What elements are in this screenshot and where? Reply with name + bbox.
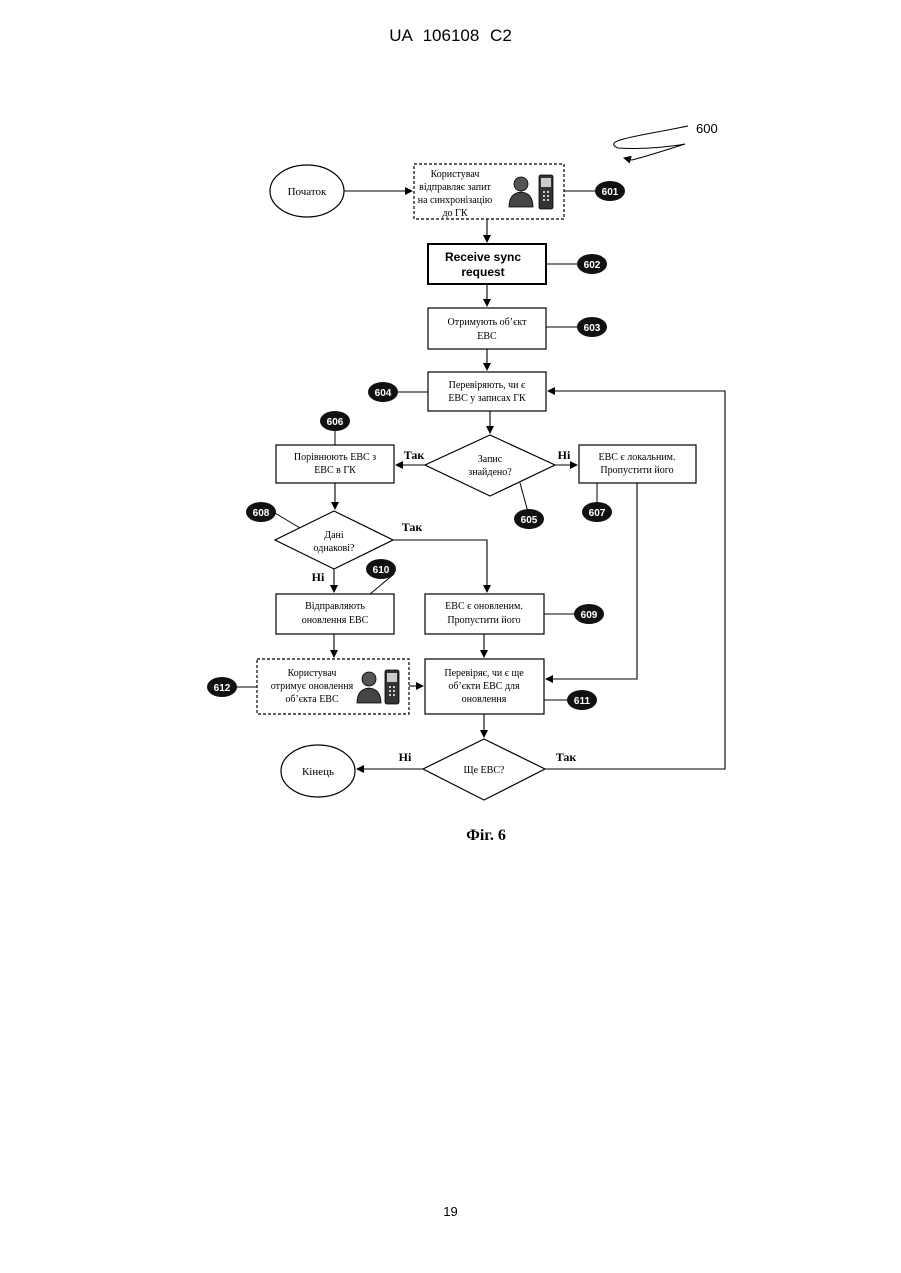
tag-603: 603 (577, 317, 607, 337)
decision-608-line1: Дані (324, 530, 344, 541)
step-611-line1: Перевіряє, чи є ще (444, 668, 524, 679)
figure-ref-label: 600 (696, 121, 718, 136)
svg-text:601: 601 (602, 187, 619, 198)
edge-label-no-more: Ні (399, 750, 412, 764)
step-609-line2: Пропустити його (447, 615, 520, 626)
tag-612: 612 (207, 677, 237, 697)
svg-text:до ГК: до ГК (442, 208, 467, 219)
figure-caption: Фіг. 6 (466, 827, 506, 844)
step-609-box (425, 594, 544, 634)
tag-611: 611 (567, 690, 597, 710)
page-number: 19 (0, 1204, 901, 1219)
decision-605-line1: Запис (478, 454, 503, 465)
svg-text:612: 612 (214, 683, 231, 694)
svg-text:об’єкта ЕВС: об’єкта ЕВС (285, 694, 339, 705)
svg-text:610: 610 (373, 565, 390, 576)
svg-text:604: 604 (375, 388, 392, 399)
svg-text:на синхронізацію: на синхронізацію (418, 195, 493, 206)
decision-605-line2: знайдено? (468, 467, 512, 478)
svg-text:Користувач: Користувач (431, 169, 480, 180)
edge-label-no-605: Ні (558, 448, 571, 462)
step-604-box (428, 372, 546, 411)
step-610-line1: Відправляють (305, 601, 365, 612)
tag-604: 604 (368, 382, 398, 402)
decision-more-label: Ще ЕВС? (464, 765, 505, 776)
step-603-box (428, 308, 546, 349)
svg-text:609: 609 (581, 610, 598, 621)
step-611-line2: об’єкти ЕВС для (448, 681, 520, 692)
step-606-box (276, 445, 394, 483)
svg-text:отримує оновлення: отримує оновлення (271, 681, 354, 692)
step-611-line3: оновлення (462, 694, 507, 705)
tag-601: 601 (595, 181, 625, 201)
svg-text:Користувач: Користувач (288, 668, 337, 679)
tag-602: 602 (577, 254, 607, 274)
svg-text:607: 607 (589, 508, 606, 519)
step-603-line1: Отримують об’єкт (448, 317, 528, 328)
step-607-box (579, 445, 696, 483)
step-609-line1: ЕВС є оновленим. (445, 601, 523, 612)
step-602-line2: request (461, 265, 504, 279)
svg-text:608: 608 (253, 508, 270, 519)
edge-label-yes-more: Так (556, 750, 577, 764)
svg-text:відправляє запит: відправляє запит (419, 182, 491, 193)
edge-label-yes-608: Так (402, 520, 423, 534)
svg-text:602: 602 (584, 260, 601, 271)
step-604-line2: ЕВС у записах ГК (448, 393, 526, 404)
svg-text:605: 605 (521, 515, 538, 526)
step-610-line2: оновлення ЕВС (302, 615, 369, 626)
step-607-line2: Пропустити його (600, 465, 673, 476)
svg-text:603: 603 (584, 323, 601, 334)
step-602-line1: Receive sync (445, 250, 521, 264)
edge-label-no-608: Ні (312, 570, 325, 584)
step-603-line2: ЕВС (477, 331, 497, 342)
tag-606: 606 (320, 411, 350, 431)
decision-608-line2: однакові? (314, 543, 355, 554)
step-604-line1: Перевіряють, чи є (449, 380, 526, 391)
step-606-line2: ЕВС в ГК (314, 465, 356, 476)
tag-608: 608 (246, 502, 276, 522)
step-606-line1: Порівнюють ЕВС з (294, 452, 376, 463)
tag-609: 609 (574, 604, 604, 624)
tag-610: 610 (366, 559, 396, 579)
figure-ref-600: 600 (614, 121, 718, 160)
step-610-box (276, 594, 394, 634)
tag-605: 605 (514, 509, 544, 529)
tag-607: 607 (582, 502, 612, 522)
svg-text:611: 611 (574, 696, 591, 707)
start-label: Початок (288, 186, 327, 198)
decision-605-diamond (425, 435, 555, 496)
step-607-line1: ЕВС є локальним. (598, 452, 675, 463)
edge-label-yes-605: Так (404, 448, 425, 462)
svg-text:606: 606 (327, 417, 344, 428)
end-label: Кінець (302, 766, 334, 778)
